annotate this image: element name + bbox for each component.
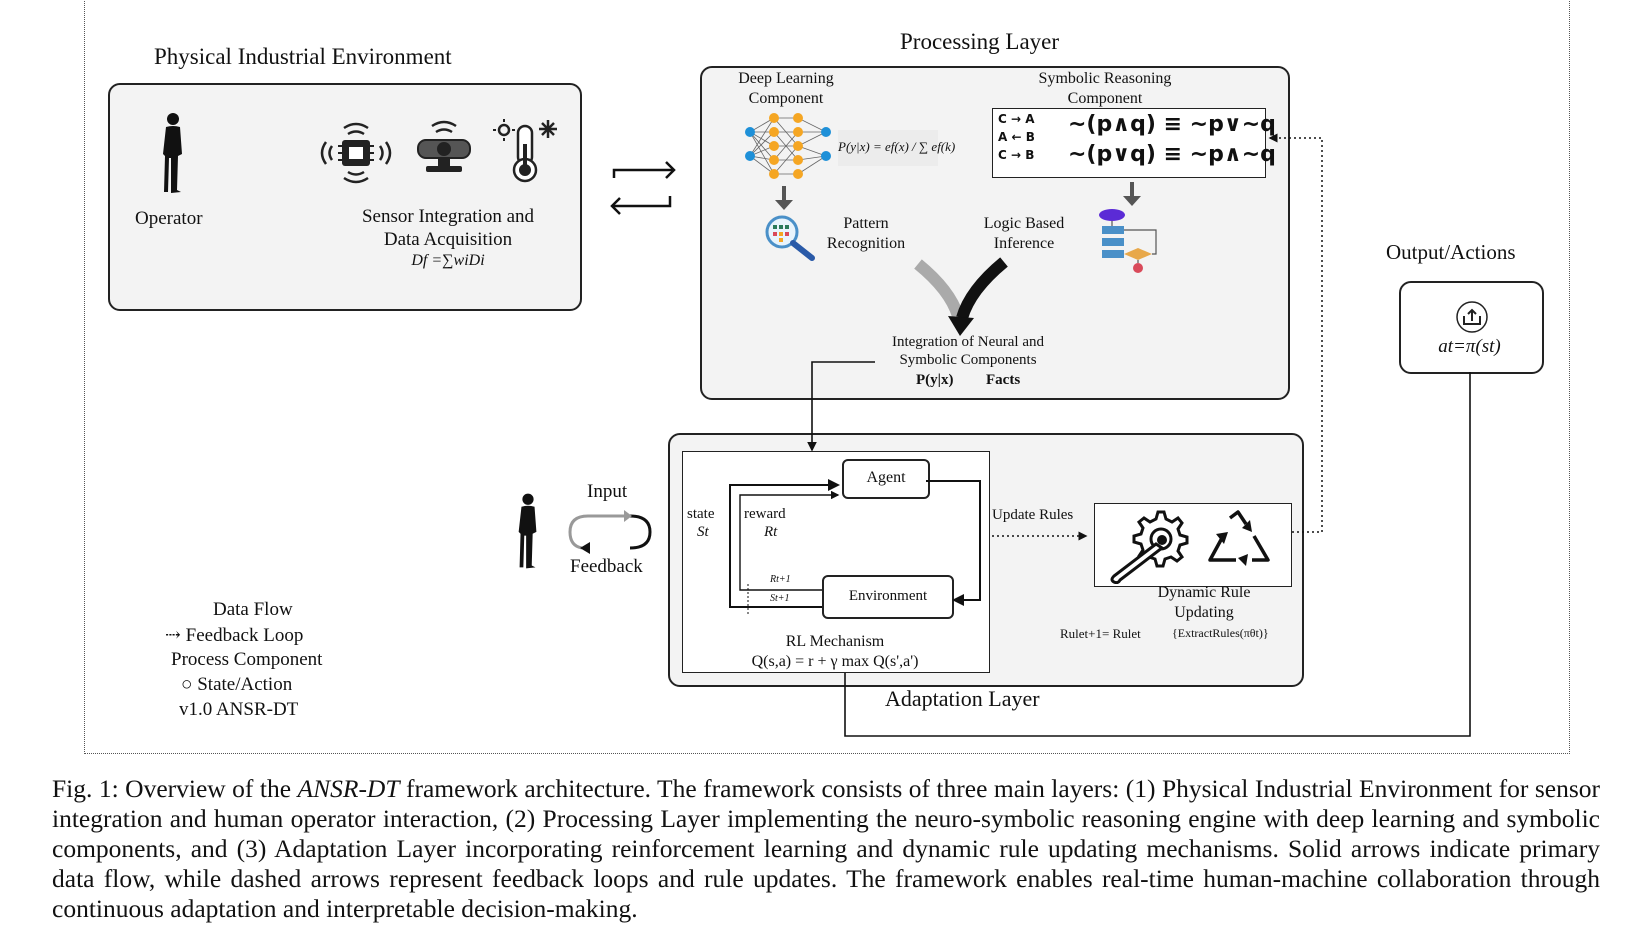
q-learning-formula: Q(s,a) = r + γ max Q(s',a') [751, 653, 919, 670]
agent-box: Agent [842, 459, 930, 499]
policy-formula: at=π(st) [1438, 336, 1501, 357]
feedback-label: Feedback [570, 556, 643, 577]
output-box [1399, 281, 1544, 374]
caption-framework-name: ANSR-DT [297, 774, 400, 803]
legend-feedback-loop: ⇢ Feedback Loop [165, 625, 304, 646]
logic-rules-box [992, 108, 1266, 178]
rule-update-formula-a: Rulet+1= Rulet [1060, 626, 1141, 641]
dl-label-line2: Component [748, 90, 824, 107]
flowchart-icon [1099, 209, 1157, 273]
state-label: state [687, 506, 715, 522]
caption-part2: framework architecture. The framework co… [52, 774, 1600, 923]
input-label: Input [587, 481, 628, 502]
de-morgan-1: ~(p∧q) ≡ ~p∨~q [1068, 112, 1276, 137]
sensor-label-line1: Sensor Integration and [361, 206, 534, 227]
environment-box: Environment [822, 575, 954, 619]
integration-line2: Symbolic Components [899, 352, 1037, 368]
caption-part1: Overview of the [125, 774, 292, 803]
output-title: Output/Actions [1386, 240, 1516, 264]
next-state-symbol: St+1 [770, 593, 790, 604]
upload-icon [1456, 301, 1488, 333]
outer-frame [84, 0, 1570, 754]
de-morgan-2: ~(p∨q) ≡ ~p∧~q [1068, 142, 1276, 167]
state-symbol: St [697, 524, 709, 540]
dl-label-line1: Deep Learning [738, 70, 834, 87]
magnifier-icon [765, 215, 815, 261]
physical-layer-title: Physical Industrial Environment [154, 44, 452, 69]
sr-label-line1: Symbolic Reasoning [1038, 70, 1172, 87]
adaptation-layer-title: Adaptation Layer [885, 686, 1040, 711]
logic-inf-line2: Inference [993, 235, 1055, 252]
pattern-label-line1: Pattern [843, 215, 889, 232]
rule-update-formula-b: {ExtractRules(πθt)} [1172, 626, 1269, 640]
neural-network-icon [745, 113, 831, 179]
wireless-chip-icon [320, 122, 392, 184]
dynamic-rule-line1: Dynamic Rule [1157, 584, 1251, 601]
next-reward-symbol: Rt+1 [770, 574, 791, 585]
processing-layer-title: Processing Layer [900, 29, 1060, 54]
reward-label: reward [744, 506, 786, 522]
legend-state-action: ○ State/Action [181, 674, 293, 695]
operator-icon [163, 113, 182, 193]
sensor-label-line2: Data Acquisition [383, 229, 513, 250]
integration-line1: Integration of Neural and [891, 334, 1045, 350]
logic-inf-line1: Logic Based [983, 215, 1065, 232]
dynamic-rule-line2: Updating [1174, 604, 1234, 621]
integration-prob: P(y|x) [916, 372, 954, 388]
thermometer-icon [493, 119, 557, 183]
rule-row-1: C → A [998, 112, 1035, 126]
pattern-label-line2: Recognition [826, 235, 906, 252]
integration-facts: Facts [986, 372, 1021, 388]
gear-wrench-icon [1110, 510, 1189, 584]
operator-feedback-icon [518, 493, 537, 569]
bidirectional-arrow-icon [610, 161, 676, 215]
reward-symbol: Rt [764, 524, 778, 540]
legend-process-component: Process Component [171, 649, 323, 670]
legend-data-flow: Data Flow [213, 599, 293, 620]
figure-caption: Fig. 1: Overview of the ANSR-DT framewor… [52, 774, 1600, 924]
softmax-formula: P(y|x) = ef(x) / ∑ ef(k) [838, 130, 955, 166]
operator-label: Operator [135, 208, 203, 229]
legend-version: v1.0 ANSR-DT [179, 699, 299, 720]
sensor-fusion-formula: Df =∑wiDi [411, 252, 485, 269]
camera-sensor-icon [417, 120, 471, 172]
recycle-icon [1208, 510, 1270, 566]
rl-mechanism-label: RL Mechanism [785, 633, 885, 650]
caption-fig-label: Fig. 1: [52, 774, 119, 803]
update-rules-label: Update Rules [992, 507, 1074, 523]
feedback-loop-icon [568, 510, 652, 554]
sr-label-line2: Component [1067, 90, 1143, 107]
rule-row-2: A ← B [998, 130, 1035, 144]
rule-row-3: C → B [998, 148, 1035, 162]
